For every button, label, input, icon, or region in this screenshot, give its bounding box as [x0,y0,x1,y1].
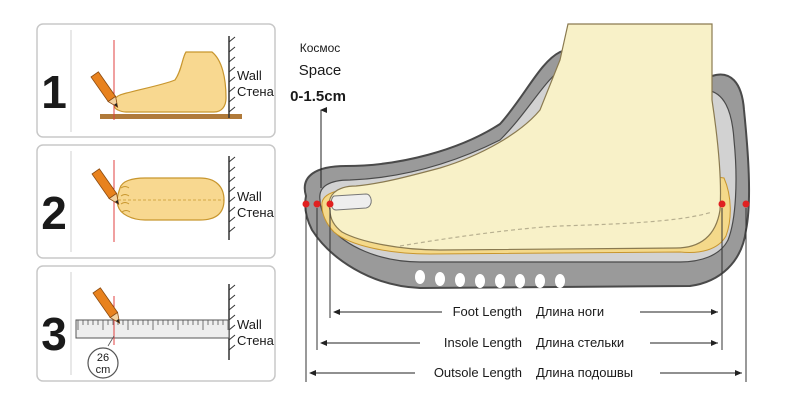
shoe-cross-section [303,23,751,290]
measurement-label-ru: Длина подошвы [536,365,633,380]
pencil-icon [91,168,120,205]
wall-label-ru: Стена [237,84,275,99]
wall-label: Wall [237,317,262,332]
floor-board [100,114,242,119]
measurement-label-en: Outsole Length [434,365,522,380]
wall-label-ru: Стена [237,205,275,220]
step-number: 2 [41,187,67,239]
measurement-label-ru: Длина ноги [536,304,604,319]
space-label-en: Space [299,62,342,79]
wall-label: Wall [237,189,262,204]
step-1-panel: 1 Wall Стена [36,23,276,138]
sole-tread [415,270,565,288]
pencil-icon [92,287,121,324]
foot-top-view [116,177,225,221]
ruler-reading-value: 26 [97,352,109,364]
wall-label: Wall [237,68,262,83]
toe-front-marker [326,200,334,208]
outsole-length-line: Outsole Length Длина подошвы [309,365,742,380]
pencil-icon [90,71,119,108]
step-3-panel: 3 26 cm Wall Стена [36,265,276,382]
vertical-guides [305,208,747,382]
measurement-label-en: Insole Length [444,335,522,350]
outsole-front-marker [302,200,310,208]
step-number: 1 [41,66,67,118]
measurement-markers [302,200,750,208]
space-label-ru: Космос [300,41,341,55]
insole-length-line: Insole Length Длина стельки [320,335,718,350]
outsole-back-marker [742,200,750,208]
insole-front-marker [313,200,321,208]
ruler-reading-unit: cm [96,364,111,376]
wall-label-ru: Стена [237,333,275,348]
measurement-label-en: Foot Length [453,304,522,319]
wall-hatch [228,156,236,240]
heel-back-marker [718,200,726,208]
measuring-ruler [75,319,230,339]
step-2-panel: 2 Wall Стена [36,144,276,259]
toe [330,193,372,211]
ruler-reading-magnifier [87,347,119,379]
space-range: 0-1.5cm [290,88,346,105]
foot-length-line: Foot Length Длина ноги [333,304,718,319]
measurement-label-ru: Длина стельки [536,335,624,350]
wall-hatch [228,36,236,118]
step-number: 3 [41,308,67,360]
foot-side-view [113,51,227,113]
foot-in-shoe [328,23,722,251]
